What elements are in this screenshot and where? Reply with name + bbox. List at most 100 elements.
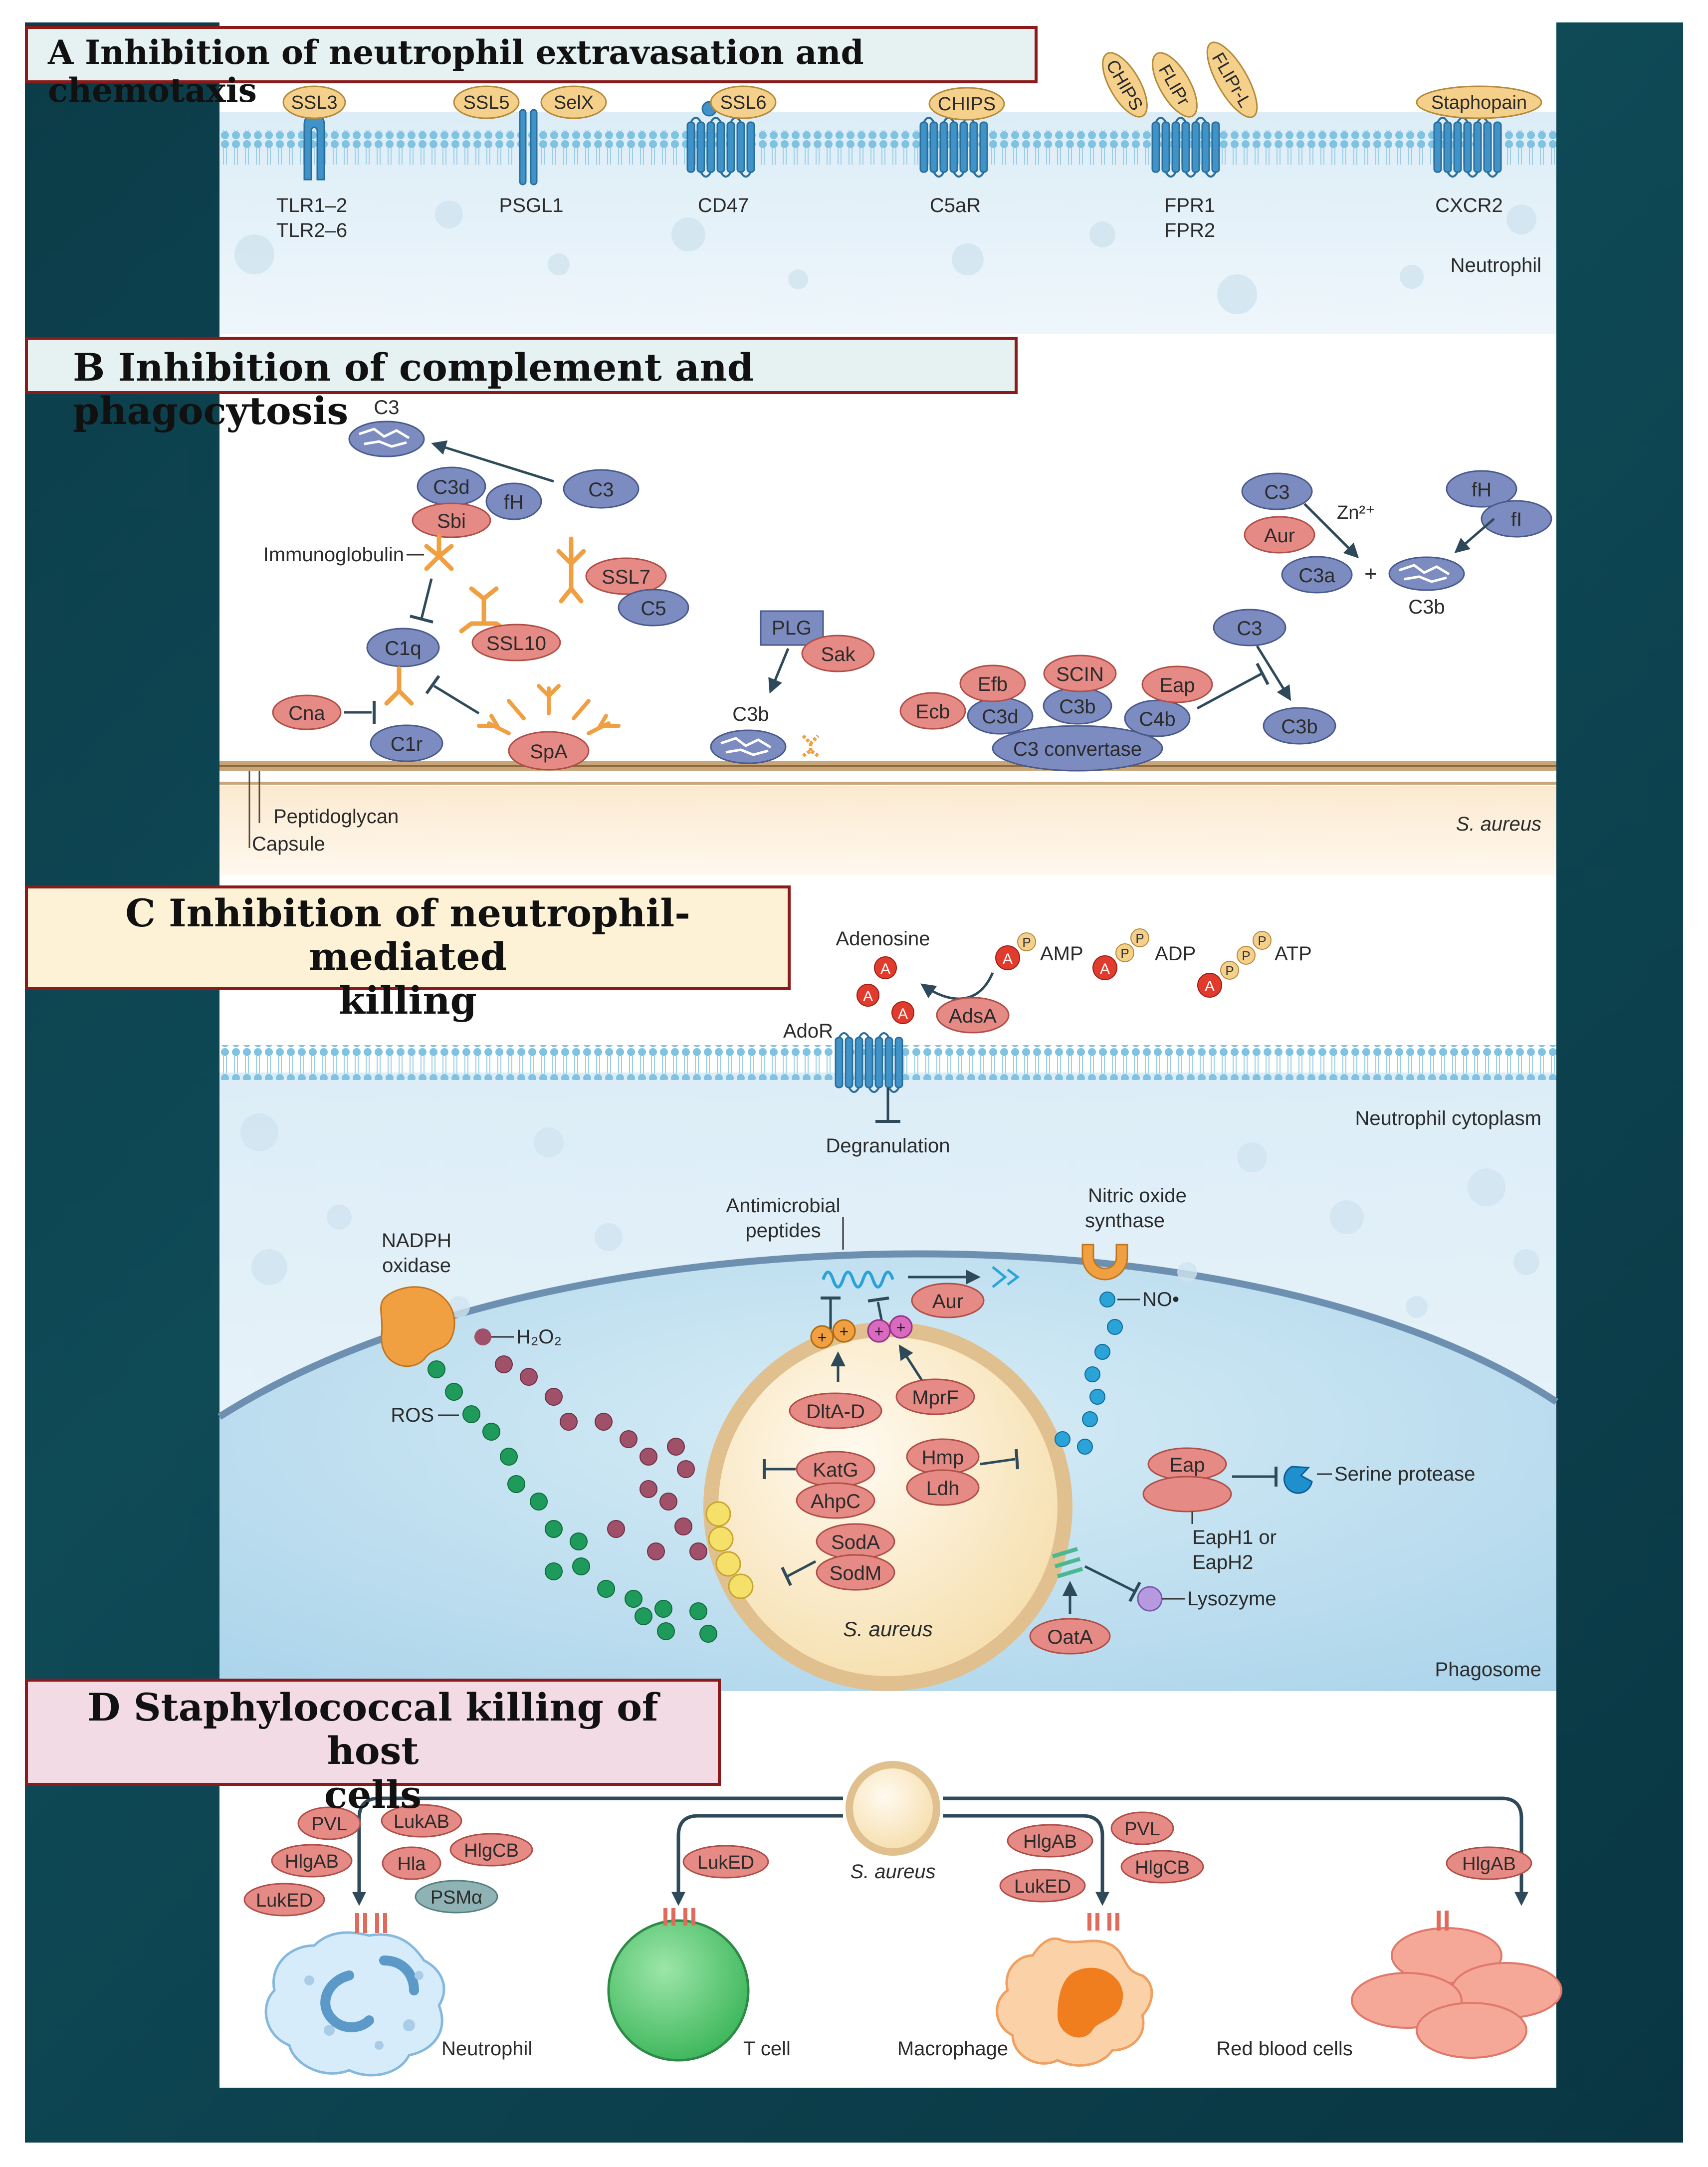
h2o2-dot — [689, 1542, 707, 1560]
label-s-aureus-d: S. aureus — [850, 1861, 935, 1883]
toxin-luked: LukED — [999, 1869, 1086, 1903]
toxin-psm-: PSMα — [415, 1880, 498, 1914]
label-s-aureus-c: S. aureus — [843, 1617, 933, 1641]
protein-oata: OatA — [1029, 1618, 1111, 1655]
toxins-rbc: HlgAB — [1446, 1846, 1532, 1880]
receptor-label-cxcr2: CXCR2 — [1435, 195, 1503, 217]
svg-text:KatG: KatG — [813, 1459, 858, 1481]
toxin-hlgab: HlgAB — [271, 1844, 353, 1878]
label-amp-2: peptides — [745, 1220, 821, 1242]
ligand-ssl6: SSL6 — [701, 85, 777, 119]
ros-dot — [507, 1475, 525, 1493]
receptor-label-fpr1: FPR1 — [1164, 195, 1215, 217]
protein-fh-r: fH — [1446, 470, 1517, 508]
panel-c-title-line1: C Inhibition of neutrophil-mediated — [125, 891, 690, 979]
svg-text:SSL10: SSL10 — [486, 633, 546, 654]
no-dot — [1099, 1292, 1115, 1307]
protein-c1r: C1r — [370, 724, 443, 762]
no-dot — [1089, 1389, 1105, 1405]
h2o2-dot — [674, 1517, 692, 1535]
receptor-label-c5ar: C5aR — [930, 195, 981, 217]
svg-text:P: P — [1120, 946, 1129, 961]
panel-d-title-line1: D Staphylococcal killing of host — [87, 1685, 658, 1773]
serine-protease-icon — [1283, 1466, 1313, 1494]
ligand-chips: CHIPS — [928, 87, 1005, 121]
ligand-chips-fpr: CHIPS — [1102, 52, 1148, 118]
svg-text:ATP: ATP — [1275, 943, 1312, 965]
svg-text:C3: C3 — [588, 479, 614, 501]
ros-dot — [545, 1520, 563, 1538]
svg-text:+: + — [896, 1318, 906, 1336]
panel-b: Peptidoglycan Capsule S. aureus C3 C3d f… — [219, 397, 1556, 875]
svg-text:Hla: Hla — [397, 1854, 426, 1875]
svg-text:C1q: C1q — [385, 638, 421, 659]
svg-text:ADP: ADP — [1155, 943, 1196, 965]
ros-dot — [570, 1532, 588, 1550]
protein-c1q: C1q — [366, 628, 440, 667]
ros-dot — [445, 1383, 463, 1401]
ligand-ssl5: SSL5 — [453, 85, 520, 119]
svg-text:SSL7: SSL7 — [602, 566, 650, 588]
peptidoglycan-modification-icon — [1052, 1547, 1083, 1578]
c3-convertase: C3 convertase — [992, 725, 1163, 772]
svg-text:Hmp: Hmp — [922, 1447, 964, 1469]
h2o2-dot — [474, 1328, 491, 1345]
toxin-hlgcb: HlgCB — [449, 1833, 533, 1867]
protein-c3a: C3a — [1281, 556, 1353, 594]
ros-dot — [530, 1493, 548, 1511]
h2o2-dot — [640, 1480, 657, 1498]
svg-text:HlgAB: HlgAB — [285, 1851, 339, 1872]
toxin-arrows — [352, 1796, 1528, 1906]
receptor-label-psgl1: PSGL1 — [499, 195, 564, 217]
h2o2-dot — [620, 1430, 638, 1448]
label-serine-protease: Serine protease — [1334, 1463, 1475, 1485]
svg-text:SodA: SodA — [831, 1531, 880, 1553]
label-no: NO• — [1142, 1289, 1179, 1310]
no-dot — [1082, 1411, 1098, 1427]
h2o2-dot — [495, 1355, 513, 1373]
cleaved-peptide-icon — [992, 1266, 1020, 1288]
amp-molecule: A P AMP — [995, 932, 1083, 970]
svg-text:C3: C3 — [1264, 481, 1289, 503]
svg-text:fH: fH — [1472, 479, 1492, 501]
svg-text:+: + — [874, 1322, 884, 1340]
h2o2-dot — [607, 1520, 625, 1538]
label-amp-1: Antimicrobial — [726, 1195, 841, 1217]
red-blood-cells-icon — [1351, 1927, 1562, 2059]
label-peptidoglycan: Peptidoglycan — [273, 806, 399, 828]
svg-text:Sbi: Sbi — [437, 510, 466, 532]
panel-a: SSL3 SSL5 SelX SSL6 CHIPS CHIPS FLIPr — [219, 41, 1556, 334]
protein-c5: C5 — [618, 589, 689, 627]
cd47-receptor — [686, 117, 755, 178]
ros-dot — [635, 1607, 652, 1625]
svg-text:P: P — [1135, 931, 1144, 946]
h2o2-dot — [595, 1413, 613, 1431]
ros-dot — [654, 1600, 672, 1618]
ligand-flipr-l: FLIPr-L — [1206, 41, 1258, 118]
label-phagosome: Phagosome — [1435, 1659, 1541, 1681]
atp-molecule: A P P P ATP — [1197, 931, 1312, 998]
ros-dot — [427, 1360, 445, 1378]
h2o2-dot — [640, 1448, 657, 1466]
label-eaph-1: EapH1 or — [1192, 1526, 1277, 1548]
positive-charges-icon: + + + + — [810, 1315, 913, 1349]
svg-text:SelX: SelX — [554, 92, 594, 113]
svg-text:C4b: C4b — [1139, 708, 1175, 730]
h2o2-dot — [560, 1413, 578, 1431]
svg-text:Cna: Cna — [288, 702, 325, 724]
immunoglobulin-ssl10-icon — [459, 586, 509, 634]
protein-c3-r: C3 — [1213, 609, 1286, 647]
svg-text:LukAB: LukAB — [394, 1811, 449, 1832]
cxcr2-receptor — [1433, 117, 1502, 178]
svg-text:PSMα: PSMα — [430, 1887, 482, 1908]
nitric-oxide-synthase-icon — [1081, 1244, 1128, 1281]
label-h2o2: H₂O₂ — [516, 1326, 562, 1348]
h2o2-dot — [545, 1388, 563, 1406]
protein-dlta: DltA-D — [789, 1392, 882, 1429]
svg-text:C3: C3 — [374, 397, 399, 419]
svg-text:AMP: AMP — [1040, 943, 1083, 965]
membrane-pigment-icon — [705, 1501, 754, 1599]
h2o2-dot — [647, 1542, 665, 1560]
membrane-a — [219, 130, 1556, 165]
toxin-pvl: PVL — [1110, 1811, 1174, 1845]
